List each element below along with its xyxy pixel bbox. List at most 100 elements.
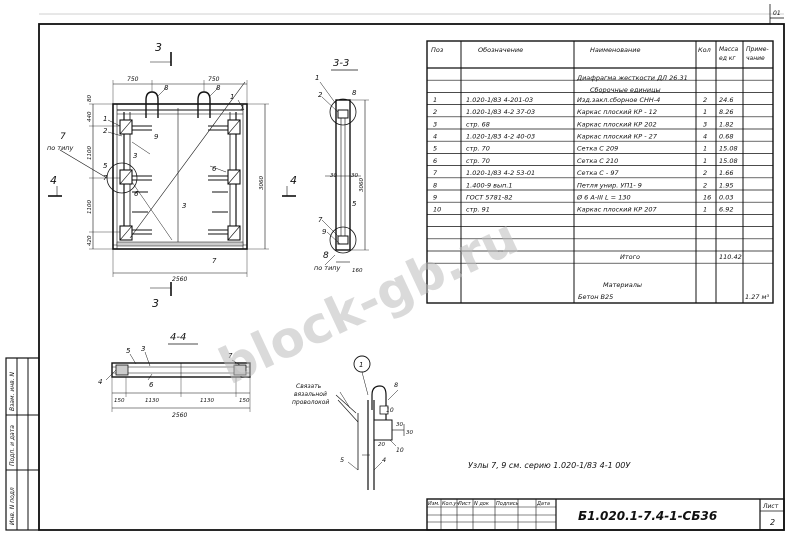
node-label-5: 5 bbox=[340, 456, 344, 464]
pos-label-7b: 7 bbox=[212, 257, 217, 265]
col-header-pos: Поз bbox=[431, 46, 444, 54]
material-qty: 1.27 м³ bbox=[745, 293, 769, 301]
spec-cell-qty: 2 bbox=[703, 169, 707, 177]
node-dim-30a: 30 bbox=[396, 422, 403, 428]
pos-label-6b: 6 bbox=[212, 165, 217, 173]
main-view-labels: 3 3 4 4 750 750 80 440 1100 1100 420 306… bbox=[47, 41, 297, 310]
spec-cell-qty: 1 bbox=[703, 108, 707, 116]
dim-750-left: 750 bbox=[127, 76, 139, 83]
spec-cell-mass: 15.08 bbox=[719, 145, 738, 153]
spec-cell-designation: стр. 70 bbox=[466, 145, 490, 153]
s44-label-6: 6 bbox=[149, 381, 154, 389]
node-text-1: Связать bbox=[296, 383, 322, 390]
item-title: Диафрагма жесткости ДЛ 26.31 bbox=[576, 74, 688, 82]
pos-label-1: 1 bbox=[103, 115, 107, 123]
total-label: Итого bbox=[620, 253, 640, 261]
spec-cell-name: Каркас плоский КР - 27 bbox=[577, 133, 658, 141]
spec-cell-designation: 1.400-9 вып.1 bbox=[466, 181, 513, 189]
spec-cell-mass: 15.08 bbox=[719, 157, 738, 165]
spec-cell-mass: 6.92 bbox=[719, 206, 733, 214]
spec-cell-designation: 1.020-1/83 4-2 40-03 bbox=[466, 133, 535, 141]
spec-cell-name: Сетка С 210 bbox=[577, 157, 618, 165]
spec-cell-mass: 8.26 bbox=[719, 108, 733, 116]
dim-1130a: 1130 bbox=[145, 398, 159, 404]
dim-440: 440 bbox=[87, 111, 93, 122]
section-mark-top: 3 bbox=[155, 41, 162, 54]
pos-label-7a: 7 bbox=[103, 174, 108, 182]
spec-cell-pos: 6 bbox=[433, 157, 437, 165]
dim-750-right: 750 bbox=[208, 76, 220, 83]
side-mark-right: 4 bbox=[290, 174, 297, 187]
s33-label-1: 1 bbox=[315, 74, 319, 82]
spec-cell-pos: 3 bbox=[433, 120, 437, 128]
spec-cell-qty: 3 bbox=[703, 120, 707, 128]
s44-label-7: 7 bbox=[228, 352, 233, 360]
node-text-3: проволокой bbox=[292, 399, 329, 406]
sheet-number: 2 bbox=[770, 518, 775, 527]
spec-cell-pos: 1 bbox=[433, 96, 437, 104]
spec-cell-designation: 1.020-1/83 4-2 37-03 bbox=[466, 108, 535, 116]
spec-cell-name: Сетка С - 97 bbox=[577, 169, 619, 177]
section-4-4-title: 4-4 bbox=[170, 332, 186, 343]
stamp-inv-label: Инв. N подл bbox=[9, 487, 16, 525]
spec-cell-name: Каркас плоский КР 202 bbox=[577, 120, 657, 128]
dim-150a: 150 bbox=[114, 398, 125, 404]
col-header-note: Приме-чание bbox=[746, 46, 769, 62]
spec-cell-designation: стр. 70 bbox=[466, 157, 490, 165]
side-stamp: Инв. N подл Подп. и дата Взам. инв. N bbox=[5, 357, 40, 531]
pos-label-6a: 6 bbox=[134, 190, 139, 198]
spec-cell-qty: 2 bbox=[703, 181, 707, 189]
spec-cell-designation: 1.020-1/83 4-201-03 bbox=[466, 96, 533, 104]
dim-2560-bottom: 2560 bbox=[172, 412, 187, 419]
spec-cell-designation: стр. 91 bbox=[466, 206, 490, 214]
title-block-col-label: Подпись bbox=[496, 501, 519, 507]
dim-top-small: 80 bbox=[87, 95, 93, 102]
spec-cell-designation: ГОСТ 5781-82 bbox=[466, 194, 512, 202]
spec-cell-mass: 0.68 bbox=[719, 133, 733, 141]
watermark: block-gb.ru bbox=[211, 207, 527, 396]
dim-30a: 30 bbox=[330, 173, 337, 179]
title-block-col-label: Лист bbox=[457, 501, 472, 507]
callout-8-sub: по типу bbox=[314, 264, 341, 272]
dim-30b: 30 bbox=[351, 173, 358, 179]
pos-label-2: 2 bbox=[103, 127, 108, 135]
sheet-frame: 01 bbox=[38, 4, 785, 531]
col-header-designation: Обозначение bbox=[478, 46, 523, 54]
spec-cell-qty: 1 bbox=[703, 206, 707, 214]
pos-label-1b: 1 bbox=[230, 93, 234, 101]
spec-cell-pos: 4 bbox=[433, 133, 437, 141]
s44-label-5: 5 bbox=[126, 347, 131, 355]
spec-cell-designation: 1.020-1/83 4-2 53-01 bbox=[466, 169, 535, 177]
dim-150b: 150 bbox=[239, 398, 250, 404]
spec-cell-mass: 1.82 bbox=[719, 120, 733, 128]
spec-cell-pos: 5 bbox=[433, 145, 437, 153]
spec-cell-name: Петля унир. УП1- 9 bbox=[577, 181, 642, 189]
callout-7-sub: по типу bbox=[47, 144, 74, 152]
spec-cell-qty: 1 bbox=[703, 145, 707, 153]
node-1-circle-label: 1 bbox=[359, 361, 363, 369]
title-block-col-label: Кол.уч bbox=[442, 501, 459, 507]
callout-8: 8 bbox=[323, 251, 329, 261]
side-mark-left: 4 bbox=[50, 174, 57, 187]
s33-label-8: 8 bbox=[352, 89, 357, 97]
node-label-4: 4 bbox=[382, 456, 386, 464]
spec-cell-mass: 1.95 bbox=[719, 181, 733, 189]
node-label-10b: 10 bbox=[396, 447, 404, 454]
section-4-4-labels: 4-4 150 1130 1130 150 2560 5 3 4 6 7 bbox=[98, 332, 250, 419]
spec-cell-name: Каркас плоский КР 207 bbox=[577, 206, 658, 214]
pos-label-8b: 8 bbox=[216, 84, 221, 92]
node-dim-20: 20 bbox=[378, 442, 385, 448]
spec-cell-mass: 0.03 bbox=[719, 194, 733, 202]
pos-label-1c: 1 bbox=[240, 104, 244, 112]
s33-label-2: 2 bbox=[318, 91, 323, 99]
s33-label-9: 9 bbox=[322, 228, 327, 236]
spec-cell-mass: 24.6 bbox=[719, 96, 733, 104]
title-block-col-label: N док bbox=[474, 501, 489, 507]
s44-label-3: 3 bbox=[141, 345, 145, 353]
node-dim-30b: 30 bbox=[406, 430, 413, 436]
total-mass: 110.42 bbox=[719, 253, 742, 261]
